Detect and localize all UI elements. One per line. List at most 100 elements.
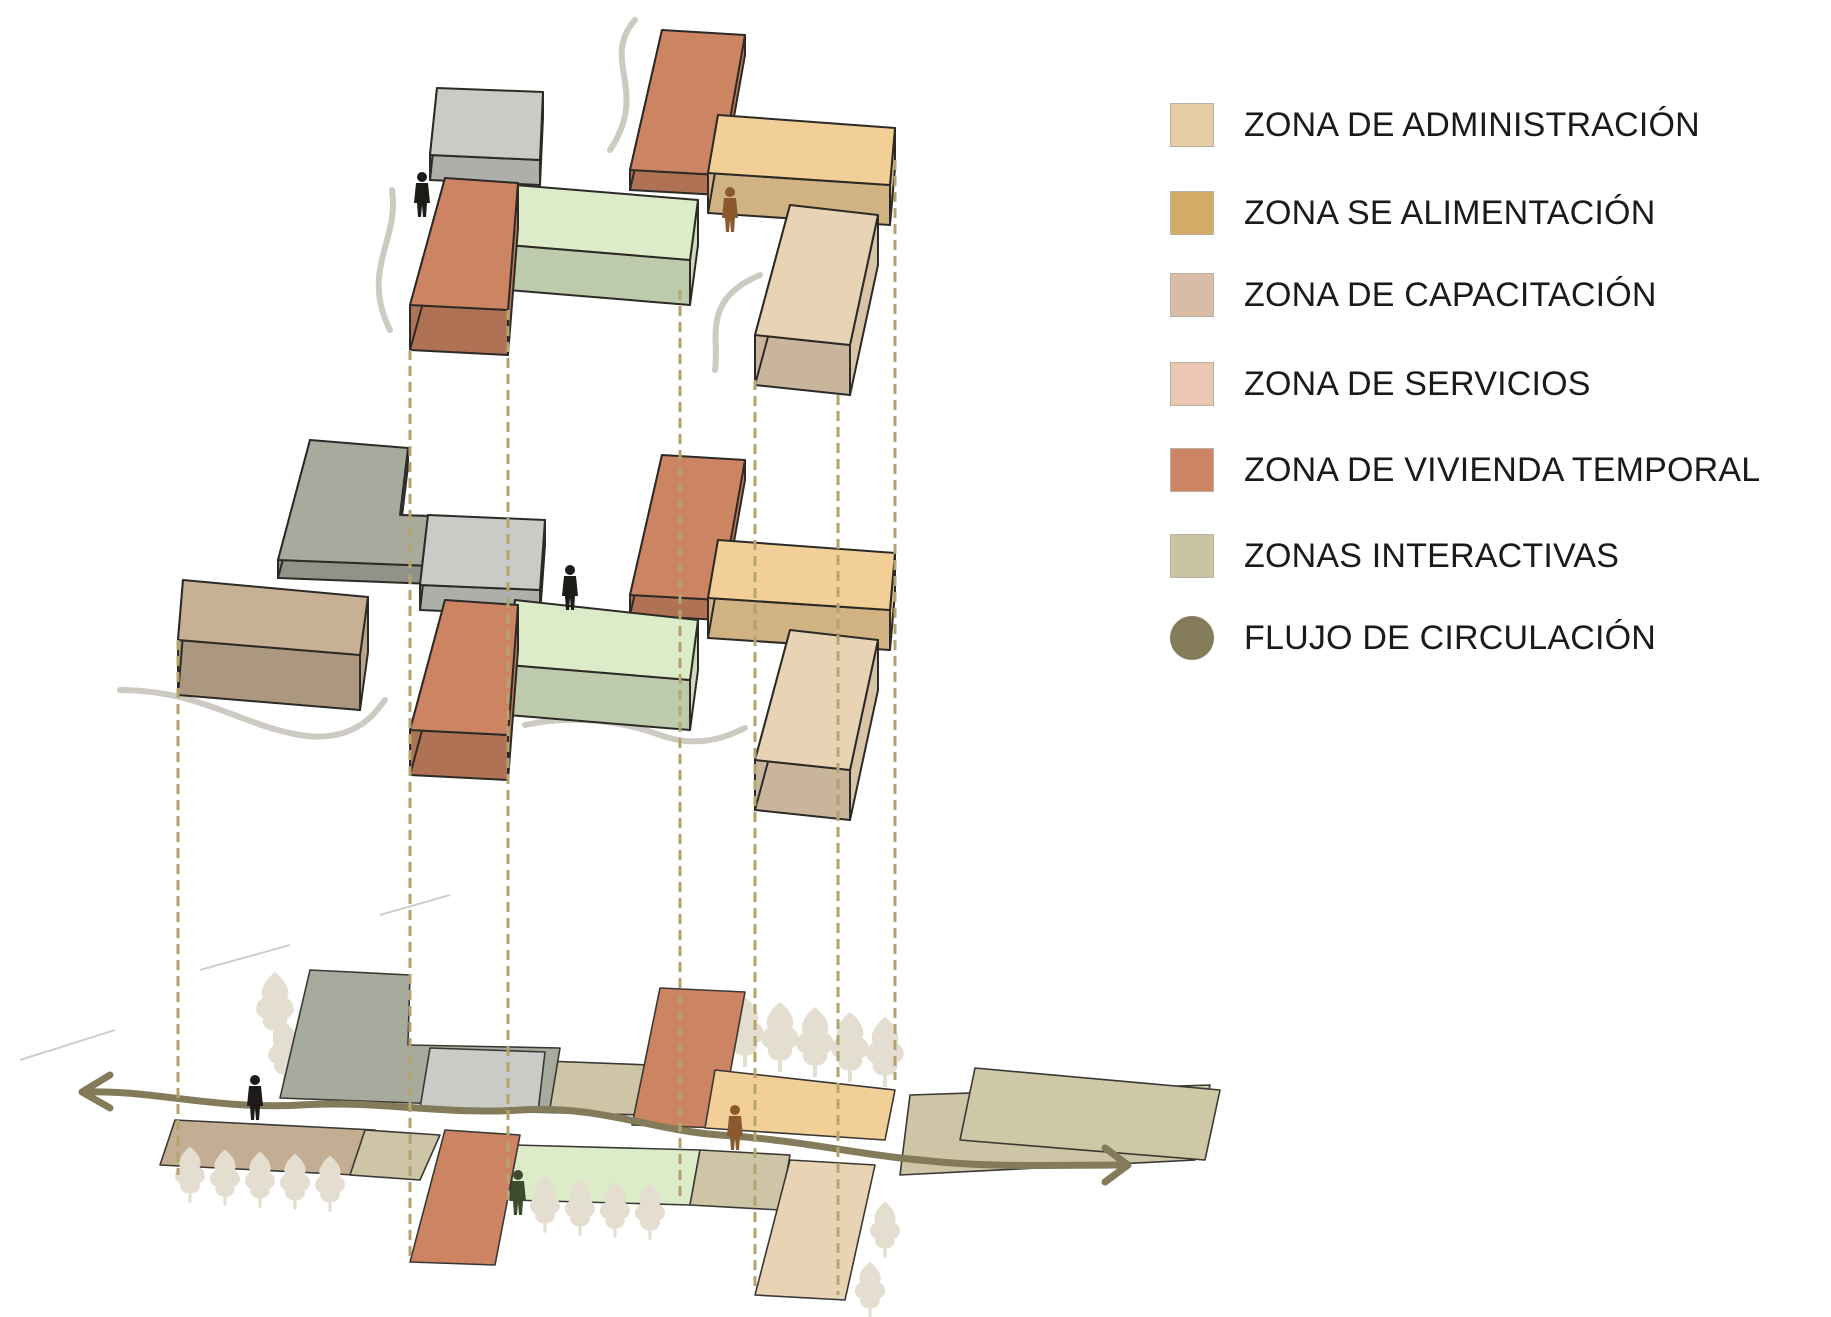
tree-front-8-crown	[634, 1183, 666, 1231]
ground-sketch-line-1	[19, 1029, 116, 1061]
person-top-2-head	[725, 187, 735, 197]
tree-front-8	[634, 1183, 666, 1240]
tree-front-4	[314, 1155, 346, 1212]
tree-front-7	[599, 1181, 631, 1238]
tree-front-1-trunk	[223, 1194, 227, 1206]
top-green	[507, 184, 699, 306]
legend-label-servicios: ZONA DE SERVICIOS	[1244, 364, 1591, 403]
ground-right-2	[959, 1067, 1221, 1161]
top-vivienda-front-side	[409, 304, 509, 356]
tree-back-5	[831, 1012, 869, 1082]
mid-gray-block	[419, 514, 546, 616]
tree-back-5-crown	[831, 1012, 869, 1071]
tree-front-8-trunk	[648, 1228, 652, 1240]
tree-back-6	[866, 1017, 904, 1087]
tree-back-3-crown	[761, 1002, 799, 1061]
tree-front-6	[564, 1179, 596, 1236]
legend-label-alimentacion: ZONA SE ALIMENTACIÓN	[1244, 193, 1656, 232]
person-ground-3-body	[510, 1181, 526, 1215]
tree-back-3-trunk	[778, 1058, 782, 1072]
person-ground-2-head	[730, 1105, 740, 1115]
ground-strip-3	[689, 1149, 791, 1211]
mid-vivienda-front	[409, 599, 519, 781]
legend-item-servicios: ZONA DE SERVICIOS	[1170, 360, 1591, 408]
tree-front-3-trunk	[293, 1198, 297, 1210]
legend-label-capacitacion: ZONA DE CAPACITACIÓN	[1244, 275, 1657, 314]
tree-back-6-crown	[866, 1017, 904, 1076]
tree-front-9	[869, 1201, 901, 1258]
wave-top-1	[607, 17, 638, 153]
mid-administracion	[754, 629, 879, 821]
legend-label-administracion: ZONA DE ADMINISTRACIÓN	[1244, 105, 1700, 144]
tree-front-0-trunk	[188, 1191, 192, 1203]
tree-front-0	[174, 1146, 206, 1203]
top-administracion-top	[754, 204, 879, 346]
tree-front-2	[244, 1151, 276, 1208]
circulation-arrow-left	[78, 1071, 114, 1112]
person-mid-1	[562, 565, 578, 610]
person-ground-1-body	[247, 1086, 263, 1120]
top-vivienda-front	[409, 177, 519, 356]
mid-capacitacion	[177, 579, 369, 711]
tree-front-7-crown	[599, 1181, 631, 1229]
mid-capacitacion-top	[177, 579, 369, 656]
legend-label-interactivas: ZONAS INTERACTIVAS	[1244, 536, 1620, 575]
tree-front-4-trunk	[328, 1200, 332, 1212]
person-top-2	[722, 187, 738, 232]
person-top-1-head	[417, 172, 427, 182]
tree-front-5-crown	[529, 1176, 561, 1224]
person-mid-1-head	[565, 565, 575, 575]
mid-vivienda-front-top	[409, 599, 519, 736]
legend-label-vivienda: ZONA DE VIVIENDA TEMPORAL	[1244, 450, 1761, 489]
legend-swatch-capacitacion	[1170, 273, 1214, 317]
tree-back-4	[796, 1007, 834, 1077]
tree-front-4-crown	[314, 1155, 346, 1203]
tree-front-3	[279, 1153, 311, 1210]
top-gray-block-top	[429, 87, 544, 161]
legend-item-alimentacion: ZONA SE ALIMENTACIÓN	[1170, 189, 1655, 237]
ground-administracion	[754, 1159, 876, 1301]
tree-front-5-trunk	[543, 1221, 547, 1233]
legend-swatch-interactivas	[1170, 534, 1214, 578]
ground-vivienda-front	[409, 1129, 521, 1266]
tree-back-4-trunk	[813, 1063, 817, 1077]
person-ground-1-head	[250, 1075, 260, 1085]
person-ground-2	[727, 1105, 743, 1150]
tree-front-3-crown	[279, 1153, 311, 1201]
ground-gray-block	[419, 1047, 546, 1113]
tree-front-7-trunk	[613, 1226, 617, 1238]
legend-swatch-circulacion	[1170, 616, 1214, 660]
tree-front-5	[529, 1176, 561, 1233]
tree-front-1-crown	[209, 1149, 241, 1197]
mid-alimentacion-top	[707, 539, 896, 611]
legend-swatch-administracion	[1170, 103, 1214, 147]
ground-sketch-line-3	[379, 894, 451, 916]
top-gray-block	[429, 87, 544, 186]
legend-swatch-servicios	[1170, 362, 1214, 406]
legend-swatch-vivienda	[1170, 448, 1214, 492]
tree-back-6-trunk	[883, 1073, 887, 1087]
person-ground-1	[247, 1075, 263, 1120]
top-administracion	[754, 204, 879, 396]
tree-back-5-trunk	[848, 1068, 852, 1082]
tree-front-10	[854, 1261, 886, 1317]
tree-back-2-trunk	[743, 1053, 747, 1067]
circulation-flow-line	[86, 1088, 1129, 1170]
person-top-1-body	[414, 183, 430, 217]
person-top-2-body	[722, 198, 738, 232]
legend-item-vivienda: ZONA DE VIVIENDA TEMPORAL	[1170, 446, 1760, 494]
mid-gray-block-top	[419, 514, 546, 591]
ground-alimentacion	[704, 1069, 896, 1141]
tree-front-1	[209, 1149, 241, 1206]
tree-front-9-crown	[869, 1201, 901, 1249]
legend-item-interactivas: ZONAS INTERACTIVAS	[1170, 532, 1619, 580]
ground-strip-1	[349, 1129, 441, 1181]
person-top-1	[414, 172, 430, 217]
tree-back-0-crown	[256, 972, 294, 1031]
tree-front-6-trunk	[578, 1224, 582, 1236]
person-ground-3	[510, 1170, 526, 1215]
circulation-arrow-right	[1101, 1144, 1132, 1186]
top-alimentacion-top	[707, 114, 896, 186]
mid-administracion-top	[754, 629, 879, 771]
